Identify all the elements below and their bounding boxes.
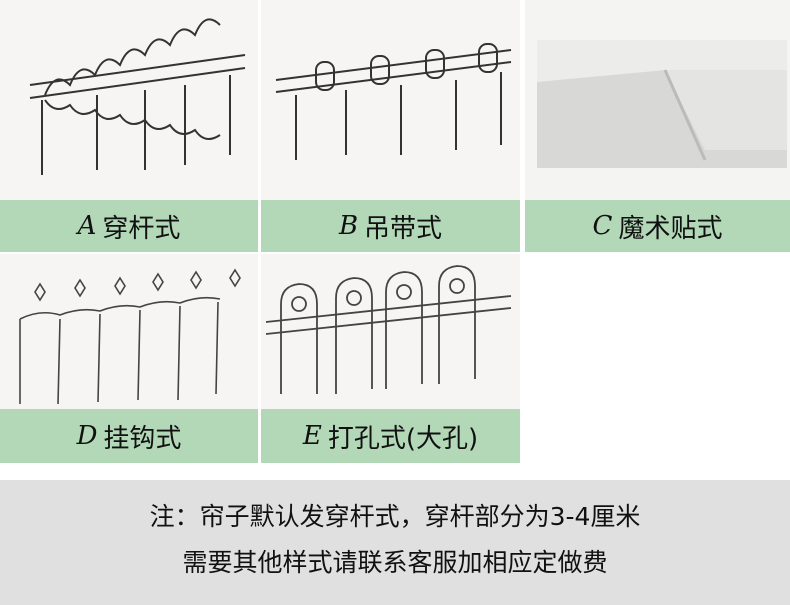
style-letter: B xyxy=(338,211,359,241)
rod-pocket-illustration xyxy=(0,0,258,200)
velcro-photo xyxy=(525,0,790,200)
style-name: 穿杆式 xyxy=(102,213,181,244)
style-name: 打孔式(大孔) xyxy=(327,423,479,454)
style-name: 魔术贴式 xyxy=(618,213,723,244)
hook-illustration xyxy=(0,254,258,409)
style-letter: E xyxy=(302,421,322,451)
note-line-1: 注：帘子默认发穿杆式，穿杆部分为3-4厘米 xyxy=(149,502,641,531)
style-letter: D xyxy=(76,421,98,451)
tab-top-illustration xyxy=(261,0,520,200)
style-letter: C xyxy=(592,211,613,241)
note-line-2: 需要其他样式请联系客服加相应定做费 xyxy=(182,548,608,577)
grommet-illustration xyxy=(261,254,520,409)
style-name: 吊带式 xyxy=(364,213,443,244)
note-banner: 注：帘子默认发穿杆式，穿杆部分为3-4厘米 需要其他样式请联系客服加相应定做费 xyxy=(0,480,790,605)
style-name: 挂钩式 xyxy=(103,423,182,454)
style-letter: A xyxy=(77,211,97,241)
